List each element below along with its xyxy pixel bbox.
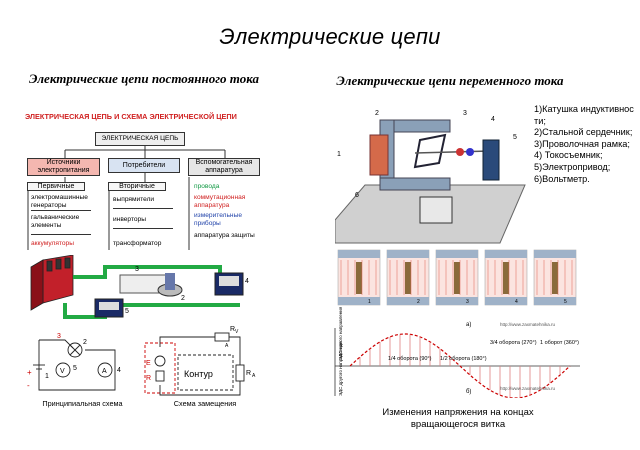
legend-item: 2)Стальной сердечник;: [534, 127, 633, 138]
wave-half: 1/2 оборота (180°): [440, 356, 487, 362]
voltmeter-glyph: V: [60, 368, 65, 375]
circuit-illustration: 3 2 4 5: [30, 255, 249, 319]
secondary-box: Вторичные: [108, 182, 166, 191]
list-item: выпрямители: [113, 196, 155, 203]
svg-text:3: 3: [466, 299, 469, 305]
sources-box: Источники электропитания: [27, 158, 100, 176]
aux-box: Вспомогательная аппаратура: [188, 158, 260, 176]
list-item: измерительные приборы: [194, 212, 242, 227]
svg-text:5: 5: [564, 299, 567, 305]
slide-title: Электрические цепи: [219, 24, 441, 49]
legend-item: 5)Электропривод;: [534, 161, 611, 172]
schem-label-3: 3: [57, 333, 61, 340]
left-heading: Электрические цепи постоянного тока: [29, 71, 259, 86]
device-label-4: 4: [491, 116, 495, 123]
wave-quarter: 1/4 оборота (90°): [388, 356, 432, 362]
list-item: гальванические элементы: [31, 214, 80, 229]
svg-text:+: +: [27, 368, 32, 377]
device-label-2: 2: [375, 110, 379, 117]
rotation-frame: 5: [533, 249, 577, 306]
root-box: ЭЛЕКТРИЧЕСКАЯ ЦЕПЬ: [95, 132, 185, 146]
legend: 1)Катушка индуктивности; 2)Стальной серд…: [534, 104, 634, 185]
circuit-label-2: 2: [181, 295, 185, 302]
schem-label-2: 2: [83, 339, 87, 346]
equivalent-circuit: R V A E R Контур R A: [144, 326, 256, 396]
wave-label-b: б): [466, 389, 471, 395]
consumers-box: Потребители: [108, 158, 180, 173]
device-label-5: 5: [513, 134, 517, 141]
schematic-caption: Принципиальная схема: [42, 399, 123, 408]
schem-label-1: 1: [45, 373, 49, 380]
eq-label-ra: A: [225, 343, 229, 349]
eq-label-contour: Контур: [184, 369, 213, 379]
rotation-frame: 2: [386, 249, 430, 306]
svg-text:4: 4: [515, 299, 518, 305]
eq-label-rh: R: [246, 370, 251, 377]
circuit-label-3: 3: [135, 266, 139, 273]
list-item: электромашинные генераторы: [31, 194, 88, 209]
eq-label-rv: V: [235, 329, 239, 335]
rotation-frame: 3: [435, 249, 479, 306]
rotation-frame: 1: [337, 249, 381, 306]
list-item: аппаратура защиты: [194, 232, 255, 239]
ylabel-top: ЭДС одного направления: [338, 306, 343, 360]
list-item: провода: [194, 183, 220, 190]
schem-label-5: 5: [73, 365, 77, 372]
waveform-caption: Изменения напряжения на концах вращающег…: [382, 407, 534, 430]
wave-full: 1 оборот (360°): [540, 340, 579, 346]
device-label-3: 3: [463, 110, 467, 117]
primary-box: Первичные: [27, 182, 85, 191]
equivalent-caption: Схема замещения: [173, 399, 237, 408]
svg-text:2: 2: [417, 299, 420, 305]
svg-text:1: 1: [368, 299, 371, 305]
legend-item: 4) Токосъемник;: [534, 150, 603, 161]
ac-waveform-diagram: 1 2 3 4 5 1/4 оборота (90°) 1/2 оборота (180…: [334, 249, 580, 398]
device-label-1: 1: [337, 151, 341, 158]
svg-text:-: -: [27, 381, 30, 390]
rotation-frame: 4: [484, 249, 528, 306]
site-url: http://www.zaxmatehnika.ru: [500, 386, 556, 391]
site-url: http://www.zaxmatehnika.ru: [500, 322, 556, 327]
classification-lines: [27, 145, 226, 250]
eq-label-e: E: [146, 360, 151, 367]
circuit-label-4: 4: [245, 278, 249, 285]
legend-item: 1)Катушка индуктивности;: [534, 104, 634, 126]
circuit-label-5: 5: [125, 308, 129, 315]
schem-label-4: 4: [117, 367, 121, 374]
legend-item: 6)Вольтметр.: [534, 173, 590, 184]
eq-label-r: R: [230, 326, 235, 333]
generator-illustration: 1 2 3 4 5 6: [335, 110, 526, 244]
right-heading: Электрические цепи переменного тока: [336, 73, 564, 88]
legend-item: 3)Проволочная рамка;: [534, 138, 630, 149]
list-item: коммутационная аппаратура: [194, 194, 246, 209]
wave-three-quarter: 3/4 оборота (270°): [490, 340, 537, 346]
schematic-diagram: + - 3 2 5 1 4 V A: [27, 333, 121, 391]
eq-label-r0: R: [146, 375, 151, 382]
wave-label-a: а): [466, 322, 471, 328]
list-item: инверторы: [113, 216, 146, 223]
figure-header: ЭЛЕКТРИЧЕСКАЯ ЦЕПЬ И СХЕМА ЭЛЕКТРИЧЕСКОЙ…: [25, 112, 237, 121]
ylabel-bottom: ЭДС другого направления: [338, 341, 343, 396]
list-item: аккумуляторы: [31, 240, 74, 247]
list-item: трансформатор: [113, 240, 162, 247]
eq-label-ra2: A: [252, 373, 256, 379]
device-label-6: 6: [355, 192, 359, 199]
ammeter-glyph: A: [102, 368, 107, 375]
